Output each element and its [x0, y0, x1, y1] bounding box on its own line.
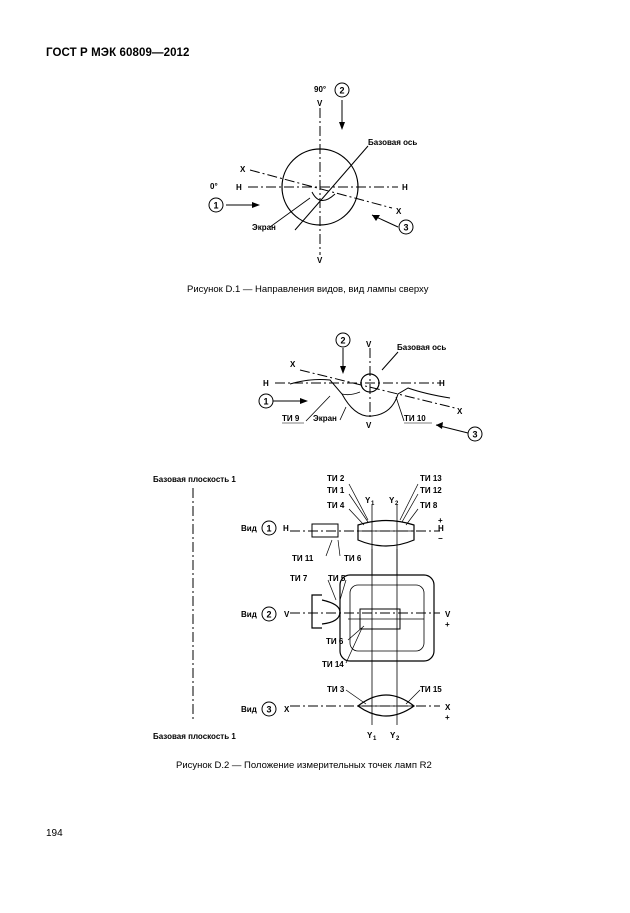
fig2-h-right: H: [439, 379, 445, 388]
view-1-label: Вид: [241, 524, 257, 533]
fig1-h-right: H: [402, 183, 408, 192]
view-3-label: Вид: [241, 705, 257, 714]
circled-1-icon: [208, 197, 224, 213]
ti5: ТИ 5: [328, 574, 346, 583]
fig2-c2: 2: [340, 336, 345, 346]
fig2-c1: 1: [263, 397, 268, 407]
fig1-x-right: X: [396, 207, 402, 216]
fig3-h-right: H: [438, 524, 444, 533]
ti1: ТИ 1: [327, 486, 345, 495]
y2-label: Y: [389, 496, 395, 505]
ti14: ТИ 14: [322, 660, 344, 669]
fig1-c2: 2: [339, 86, 344, 96]
fig3-x: X: [284, 705, 290, 714]
fig2-v-bottom: V: [366, 421, 372, 430]
middle-frame: [339, 574, 435, 662]
y2-bottom: Y: [390, 731, 396, 740]
lamp-circle: [281, 148, 359, 226]
fig1-c1: 1: [213, 201, 218, 211]
base-plane-bottom: Базовая плоскость 1: [153, 732, 236, 741]
fig3-v: V: [284, 610, 290, 619]
circled-3-icon: [398, 219, 414, 235]
y1-sub: 1: [371, 501, 375, 507]
fig1-v-bottom: V: [317, 256, 323, 265]
fig1-angle-0: 0°: [210, 182, 218, 191]
fig2-c3: 3: [472, 430, 477, 440]
screen-arc: [311, 191, 336, 201]
ti12: ТИ 12: [420, 486, 442, 495]
y2-bottom-sub: 2: [396, 736, 400, 742]
fig2-base-axis: Базовая ось: [397, 343, 446, 352]
ti8: ТИ 8: [420, 501, 438, 510]
fig1-c3: 3: [403, 223, 408, 233]
view-c1: 1: [266, 524, 271, 534]
fig2-lamp-circle: [360, 373, 380, 393]
fig2-v-top: V: [366, 340, 372, 349]
fig1-x-left: X: [240, 165, 246, 174]
fig2-screen-shape: [289, 379, 451, 417]
plus-h: +: [438, 516, 443, 525]
y1-bottom-sub: 1: [373, 736, 377, 742]
fig3-x-right: X: [445, 703, 451, 712]
document-header: ГОСТ Р МЭК 60809—2012: [46, 47, 190, 59]
top-cap: [357, 519, 415, 547]
figure-d2-caption: Рисунок D.2 — Положение измерительных то…: [176, 760, 432, 771]
fig1-base-axis: Базовая ось: [368, 138, 417, 147]
fig2-ti10: ТИ 10: [404, 414, 426, 423]
ti2: ТИ 2: [327, 474, 345, 483]
ti4: ТИ 4: [327, 501, 345, 510]
minus-h: −: [438, 534, 443, 543]
ti11: ТИ 11: [292, 554, 314, 563]
fig3-h: H: [283, 524, 289, 533]
fig1-screen: Экран: [252, 223, 276, 232]
figure-d1-caption: Рисунок D.1 — Направления видов, вид лам…: [187, 284, 429, 295]
ti6-top: ТИ 6: [344, 554, 362, 563]
fig3-v-right: V: [445, 610, 451, 619]
x-axis: [249, 169, 393, 209]
fig2-ti9: ТИ 9: [282, 414, 300, 423]
ti6-mid: ТИ 6: [326, 637, 344, 646]
y1-label: Y: [365, 496, 371, 505]
ti15: ТИ 15: [420, 685, 442, 694]
ti7: ТИ 7: [290, 574, 308, 583]
ti3: ТИ 3: [327, 685, 345, 694]
fig1-h-left: H: [236, 183, 242, 192]
plus-v: +: [445, 620, 450, 629]
circled-2-icon: [334, 82, 350, 98]
y1-bottom: Y: [367, 731, 373, 740]
fig2-x-right: X: [457, 407, 463, 416]
fig2-x-left: X: [290, 360, 296, 369]
fig1-v-top: V: [317, 99, 323, 108]
view-c3: 3: [266, 705, 271, 715]
fig2-h-left: H: [263, 379, 269, 388]
view-c2: 2: [266, 610, 271, 620]
fig2-screen: Экран: [313, 414, 337, 423]
ti13: ТИ 13: [420, 474, 442, 483]
fig1-angle-90: 90°: [314, 85, 326, 94]
base-axis-line: [294, 145, 369, 231]
view-2-label: Вид: [241, 610, 257, 619]
plus-x: +: [445, 713, 450, 722]
y2-sub: 2: [395, 501, 399, 507]
base-plane-top: Базовая плоскость 1: [153, 475, 236, 484]
page-number: 194: [46, 828, 63, 839]
